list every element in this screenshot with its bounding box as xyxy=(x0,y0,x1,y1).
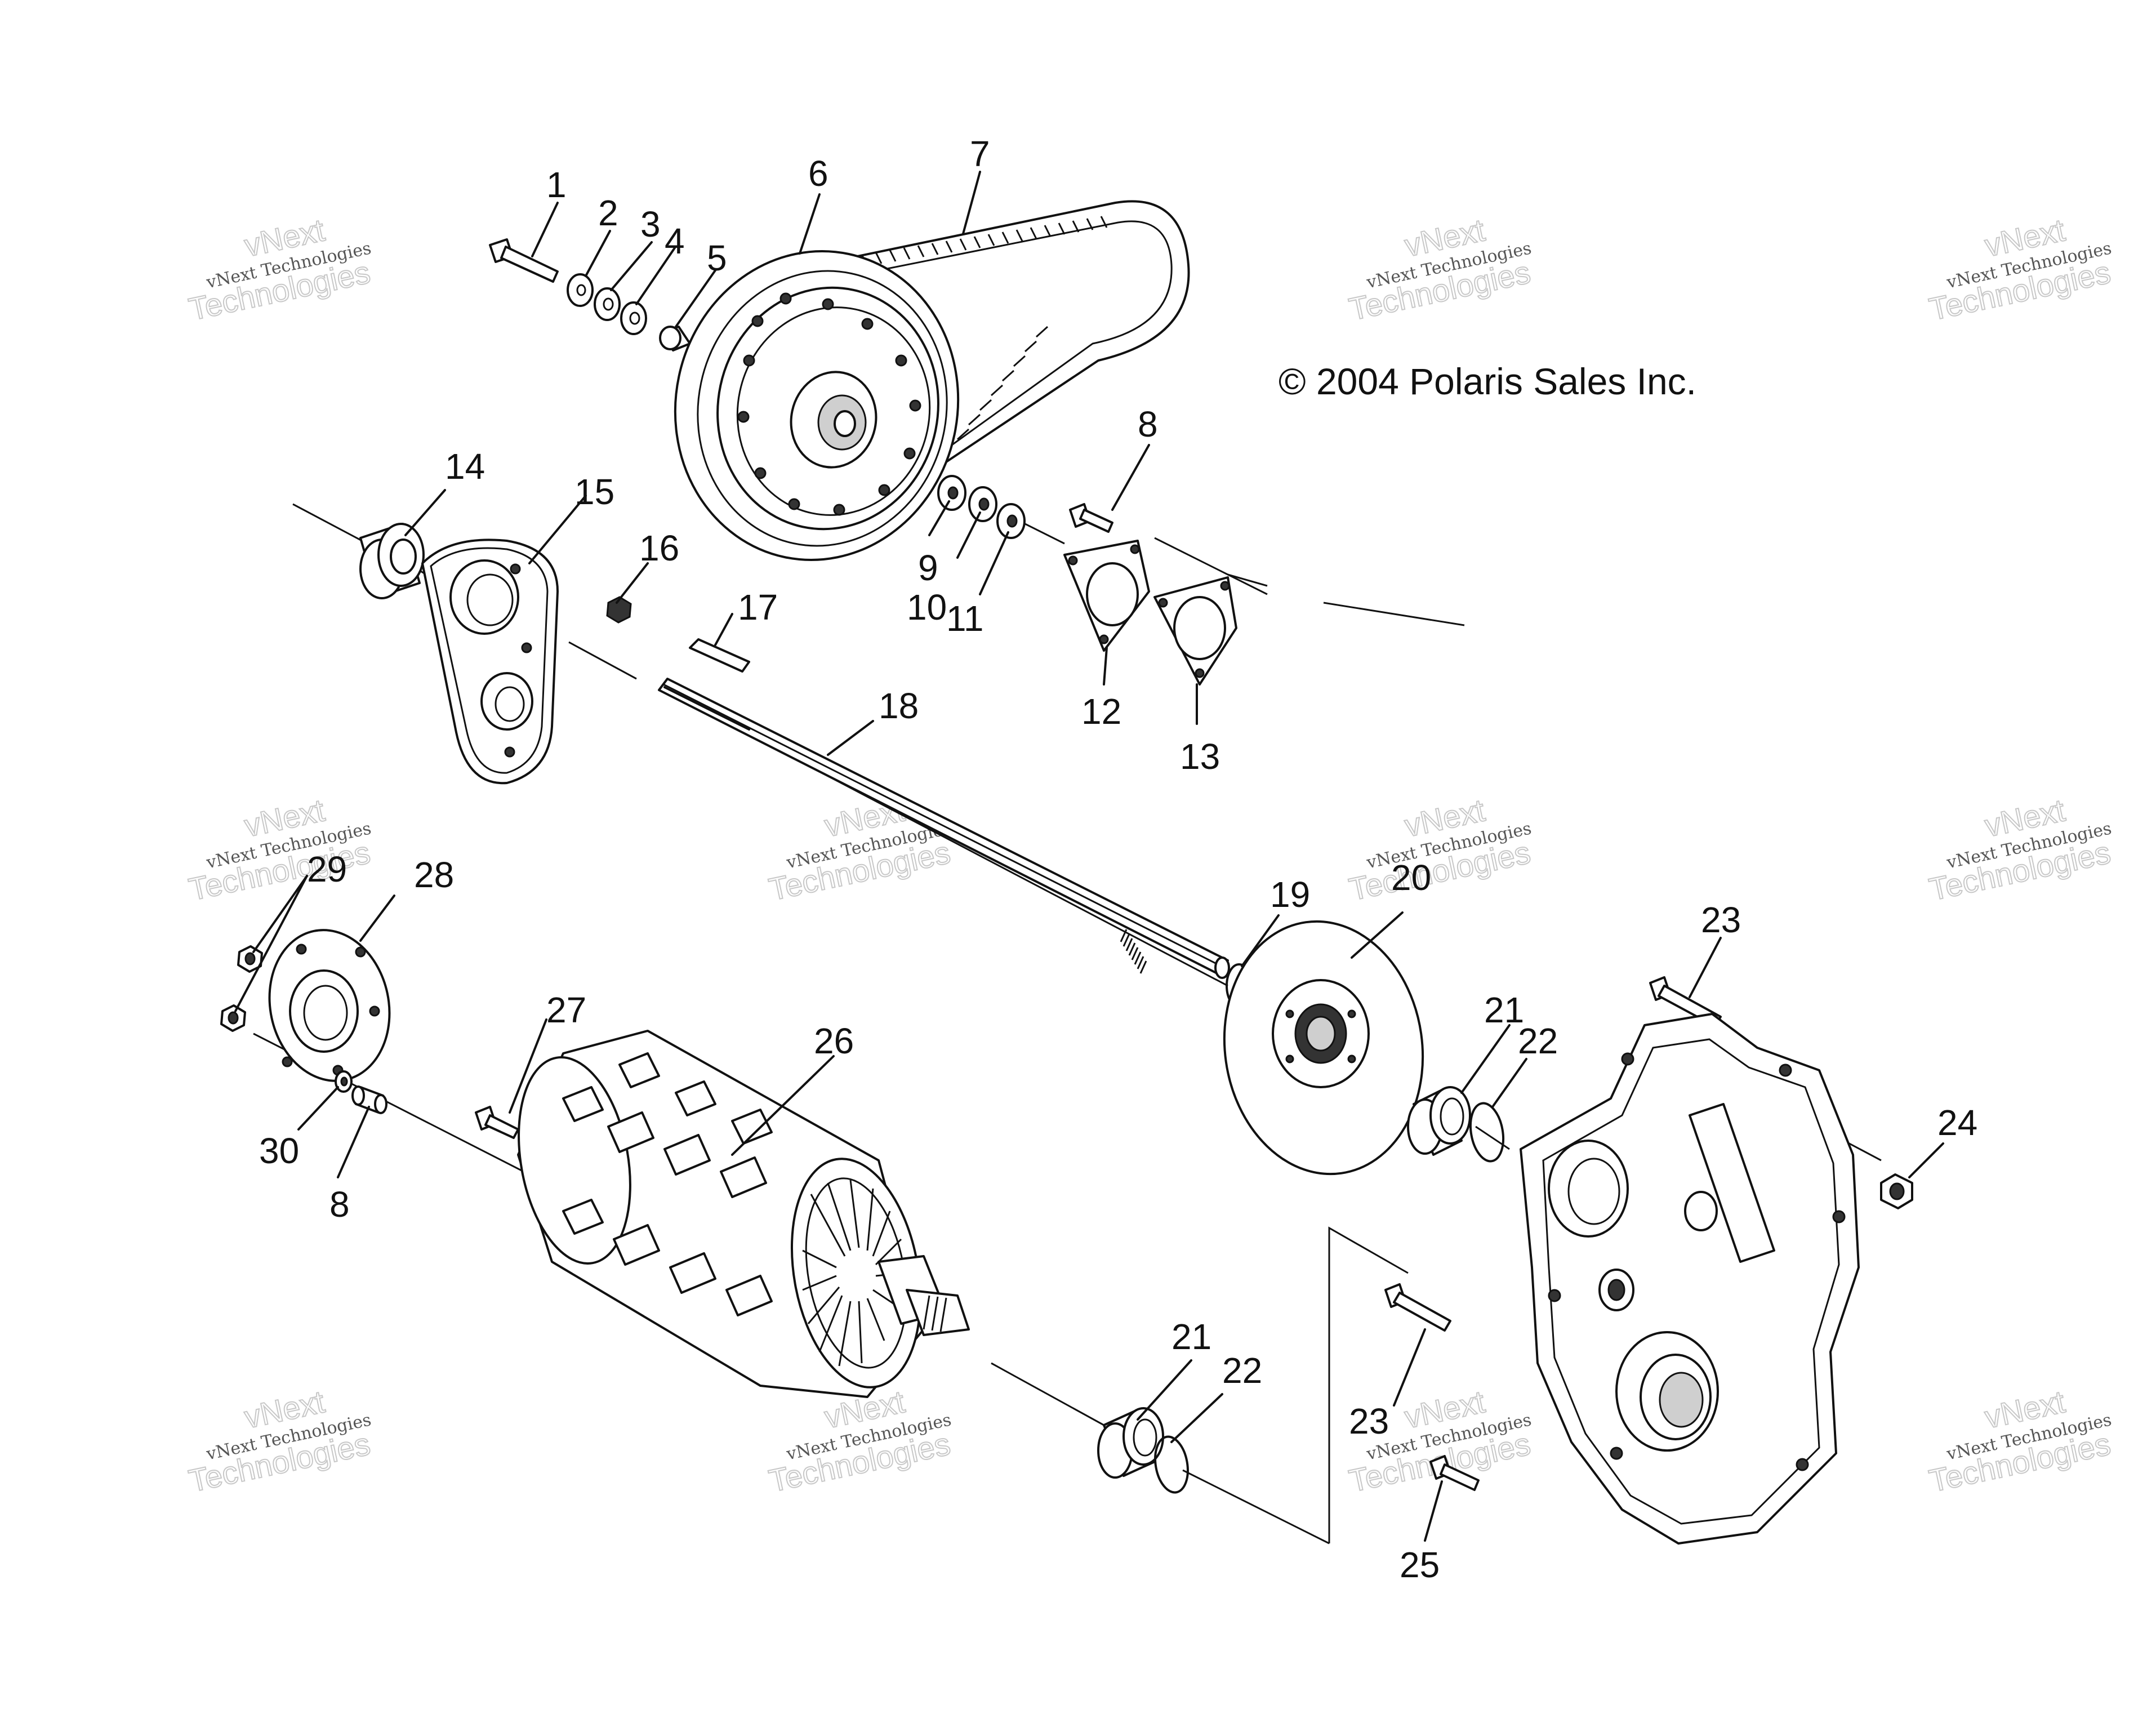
callout-22-lower: 22 xyxy=(1222,1350,1262,1391)
shaft-stub xyxy=(906,1289,970,1336)
callout-24: 24 xyxy=(1937,1102,1977,1143)
callout-15: 15 xyxy=(574,471,614,512)
bearing-14 xyxy=(359,523,425,599)
callout-6: 6 xyxy=(808,153,828,194)
callout-23-lower: 23 xyxy=(1349,1401,1389,1441)
callout-5: 5 xyxy=(707,238,727,278)
callout-28: 28 xyxy=(414,855,454,895)
sheave-bolts xyxy=(737,292,921,516)
washer-3 xyxy=(594,287,621,321)
o-ring-22-lower xyxy=(1154,1435,1189,1494)
callout-22: 22 xyxy=(1518,1021,1558,1061)
bolt-8-top xyxy=(1069,503,1113,533)
bushing-5 xyxy=(659,326,691,351)
callout-26: 26 xyxy=(814,1021,854,1061)
disc-20 xyxy=(1223,920,1424,1176)
pin-8-lower xyxy=(351,1085,387,1114)
callout-29: 29 xyxy=(307,849,347,889)
callout-2: 2 xyxy=(598,193,618,233)
callout-7: 7 xyxy=(970,134,990,174)
callout-18: 18 xyxy=(879,686,919,726)
callout-11: 11 xyxy=(946,598,983,639)
watermark: vNext vNext Technologies Technologies xyxy=(185,1383,374,1499)
bolt-25 xyxy=(1429,1455,1480,1491)
nut-16 xyxy=(606,596,632,624)
callout-21: 21 xyxy=(1484,990,1524,1030)
callout-19: 19 xyxy=(1270,874,1310,915)
callout-3: 3 xyxy=(640,204,661,244)
callout-14: 14 xyxy=(445,446,485,487)
watermark: vNext vNext Technologies Technologies xyxy=(765,791,954,907)
watermark: vNext vNext Technologies Technologies xyxy=(1926,1383,2114,1499)
washer-9 xyxy=(937,475,966,511)
bolt-27 xyxy=(475,1106,519,1139)
callout-13: 13 xyxy=(1180,736,1220,777)
o-ring-22-upper xyxy=(1469,1102,1505,1163)
callout-8: 8 xyxy=(1138,404,1158,444)
callout-30: 30 xyxy=(259,1131,299,1171)
callout-4: 4 xyxy=(665,221,685,261)
watermark: vNext vNext Technologies Technologies xyxy=(185,791,374,907)
drive-sprockets-26 xyxy=(517,1030,970,1398)
nut-29a xyxy=(237,945,263,973)
callout-25: 25 xyxy=(1400,1545,1440,1585)
seal-21-lower xyxy=(1097,1407,1164,1479)
nut-29b xyxy=(220,1004,246,1032)
washer-2 xyxy=(567,273,594,307)
bolt-23-lower xyxy=(1384,1283,1451,1332)
washer-4 xyxy=(620,301,647,335)
callout-9: 9 xyxy=(918,548,938,588)
callout-16: 16 xyxy=(639,528,679,568)
watermark: vNext vNext Technologies Technologies xyxy=(1346,791,1534,907)
bolt-1 xyxy=(489,238,559,283)
sprocket-cleats xyxy=(562,1052,773,1316)
washer-30 xyxy=(335,1070,353,1093)
shaft-splines xyxy=(1120,929,1147,974)
callout-1: 1 xyxy=(546,164,567,205)
leader-lines xyxy=(234,171,1944,1542)
callout-20: 20 xyxy=(1391,857,1431,898)
washer-11 xyxy=(996,503,1026,539)
callout-17: 17 xyxy=(738,587,778,628)
washer-10 xyxy=(968,486,997,522)
watermark: vNext vNext Technologies Technologies xyxy=(1346,211,1534,327)
callout-8-lower: 8 xyxy=(329,1184,350,1225)
copyright-notice: © 2004 Polaris Sales Inc. xyxy=(1279,361,1696,402)
drive-shaft-18 xyxy=(658,678,1230,979)
bearing-flange-13 xyxy=(1153,576,1237,686)
callout-10: 10 xyxy=(907,587,947,628)
plate-15 xyxy=(421,539,559,785)
watermark: vNext vNext Technologies Technologies xyxy=(1926,791,2114,907)
nut-24 xyxy=(1880,1173,1913,1209)
callout-labels: 1 2 3 4 5 6 7 8 9 10 11 12 13 14 15 16 1… xyxy=(259,134,1977,1585)
watermark: vNext vNext Technologies Technologies xyxy=(1926,211,2114,327)
callout-23: 23 xyxy=(1701,900,1741,940)
bearing-plate-28 xyxy=(268,929,391,1082)
callout-12: 12 xyxy=(1081,691,1121,732)
driven-sheave-6 xyxy=(674,250,960,561)
chaincase-housing xyxy=(1520,1013,1860,1545)
seal-21-upper xyxy=(1407,1086,1471,1156)
drive-belt-7 xyxy=(816,200,1190,463)
bearing-flange-12 xyxy=(1063,540,1150,652)
callout-21-lower: 21 xyxy=(1171,1316,1211,1357)
callout-27: 27 xyxy=(546,990,586,1030)
key-17 xyxy=(689,638,750,673)
watermark: vNext vNext Technologies Technologies xyxy=(185,211,374,327)
